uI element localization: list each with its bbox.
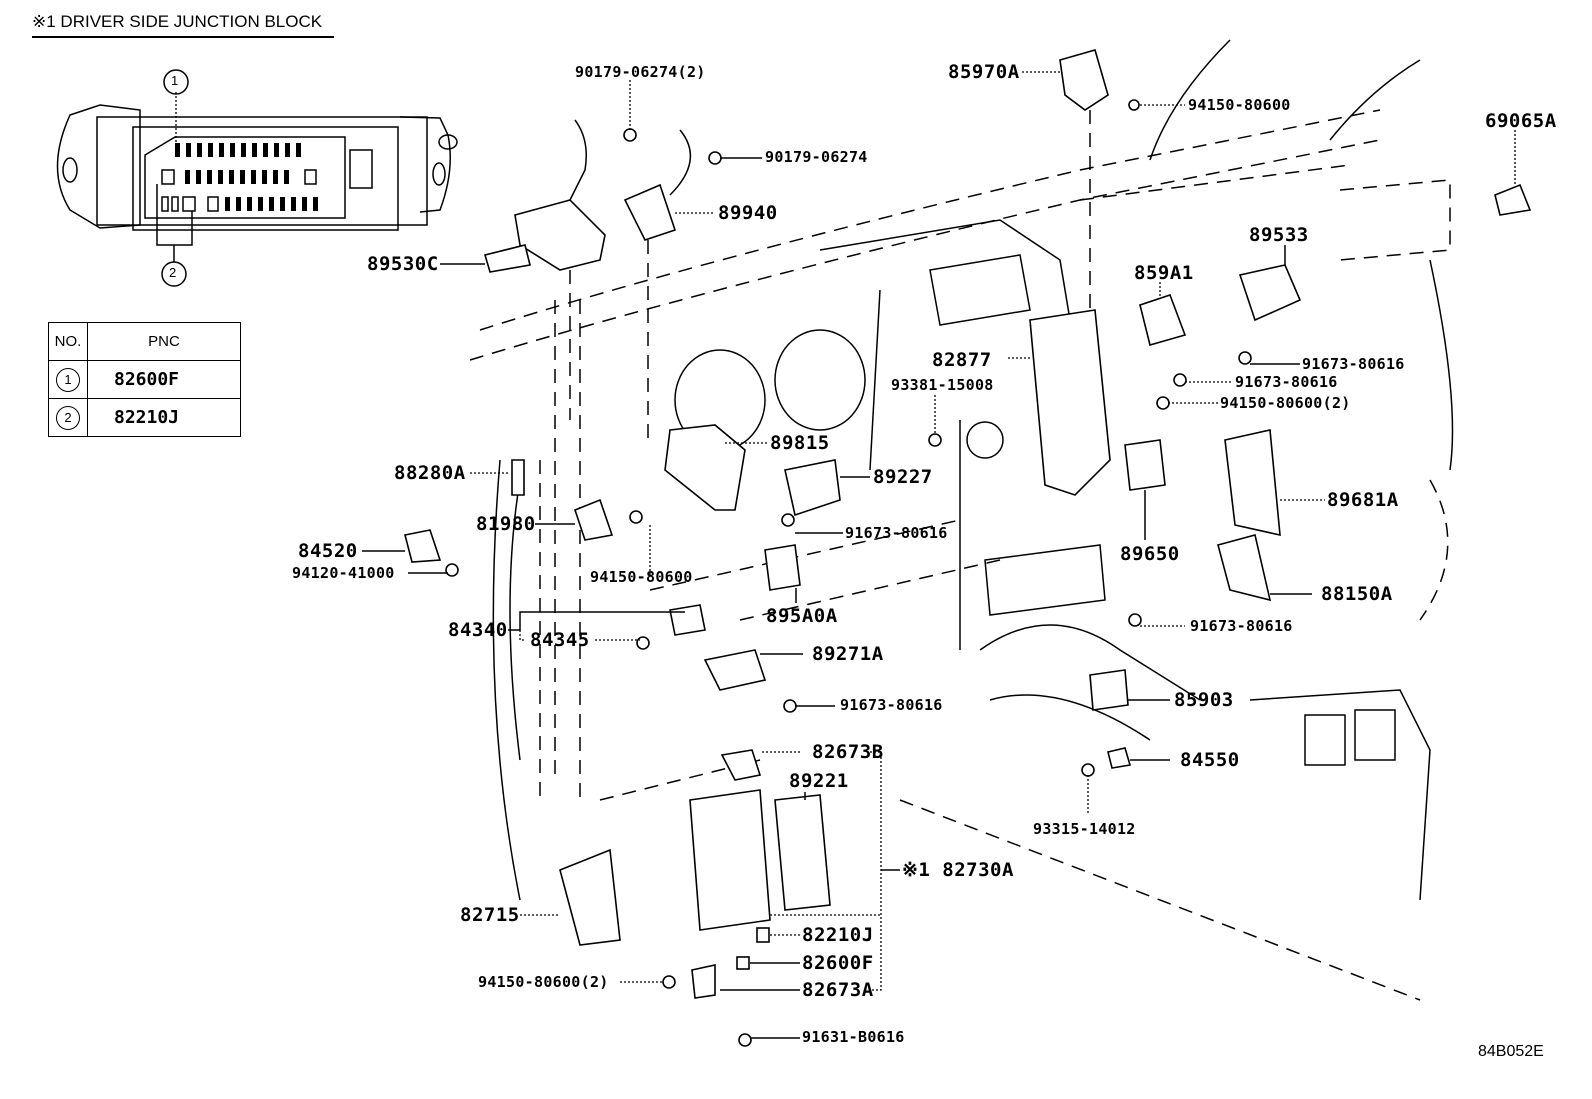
fuse-row-1 [175, 143, 301, 157]
part-label-84550[interactable]: 84550 [1180, 749, 1240, 771]
header-pnc: PNC [87, 322, 241, 361]
part-label-88150A[interactable]: 88150A [1321, 583, 1393, 605]
part-89650 [1124, 439, 1166, 491]
part-label-84340[interactable]: 84340 [448, 619, 508, 641]
part-shapes [404, 49, 1532, 1047]
fuse-row-3 [225, 197, 318, 211]
part-82715 [559, 848, 621, 946]
part-82600F [736, 956, 750, 970]
part-label-69065A[interactable]: 69065A [1485, 110, 1557, 132]
callout-2-label: 2 [169, 265, 177, 280]
callout-1-label: 1 [171, 73, 179, 88]
figure-code: 84B052E [1478, 1043, 1544, 1060]
part-895A0A [764, 544, 801, 591]
part-label-82877[interactable]: 82877 [932, 349, 992, 371]
part-label-84345[interactable]: 84345 [530, 629, 590, 651]
part-label-85903[interactable]: 85903 [1174, 689, 1234, 711]
table-row: 2 82210J [48, 398, 241, 437]
part-label-89533[interactable]: 89533 [1249, 224, 1309, 246]
dashboard-outline [469, 39, 1454, 1001]
part-label-94150-80600-2-mid[interactable]: 94150-80600(2) [1220, 394, 1351, 412]
part-label-91673-80616-e[interactable]: 91673-80616 [840, 696, 943, 714]
part-859A1 [1139, 293, 1187, 346]
pnc-table-header: NO. PNC [48, 322, 241, 361]
part-89221 [774, 794, 831, 911]
callout-2-circle [161, 261, 187, 287]
part-label-82210J[interactable]: 82210J [802, 924, 874, 946]
part-label-91673-80616-c[interactable]: 91673-80616 [845, 524, 948, 542]
part-label-94150-80600-2-bot[interactable]: 94150-80600(2) [478, 973, 609, 991]
part-82673A [691, 964, 716, 999]
pnc-table: NO. PNC 1 82600F 2 82210J [48, 322, 241, 437]
row-number: 1 [56, 367, 80, 392]
table-row: 1 82600F [48, 360, 241, 399]
part-89940 [623, 183, 677, 241]
part-label-82730A[interactable]: ※1 82730A [902, 859, 1014, 881]
part-82673B [720, 749, 762, 781]
part-label-85970A[interactable]: 85970A [948, 61, 1020, 83]
part-label-84520[interactable]: 84520 [298, 540, 358, 562]
part-label-94150-80600[interactable]: 94150-80600 [1188, 96, 1291, 114]
part-85970A [1059, 49, 1109, 111]
callout-1-circle [163, 69, 189, 95]
part-84520 [404, 529, 442, 563]
part-label-89650[interactable]: 89650 [1120, 543, 1180, 565]
part-label-94150-80600-left[interactable]: 94150-80600 [590, 568, 693, 586]
part-88150A [1217, 534, 1272, 602]
part-69065A [1494, 183, 1532, 216]
part-label-94120-41000[interactable]: 94120-41000 [292, 564, 395, 582]
part-89227 [784, 459, 841, 517]
junction-block-title: ※1 DRIVER SIDE JUNCTION BLOCK [32, 12, 335, 38]
part-label-89681A[interactable]: 89681A [1327, 489, 1399, 511]
row-pnc[interactable]: 82210J [87, 398, 241, 437]
part-label-89530C[interactable]: 89530C [367, 253, 439, 275]
part-label-91673-80616-d[interactable]: 91673-80616 [1190, 617, 1293, 635]
part-label-82673A[interactable]: 82673A [802, 979, 874, 1001]
part-89271A [703, 649, 767, 691]
part-82210J [756, 927, 770, 943]
part-label-91673-80616-b[interactable]: 91673-80616 [1235, 373, 1338, 391]
part-label-895A0A[interactable]: 895A0A [766, 605, 838, 627]
part-label-859A1[interactable]: 859A1 [1134, 262, 1194, 284]
part-label-90179-06274-2[interactable]: 90179-06274(2) [575, 63, 706, 81]
part-label-89221[interactable]: 89221 [789, 770, 849, 792]
part-label-82600F[interactable]: 82600F [802, 952, 874, 974]
row-pnc[interactable]: 82600F [87, 360, 241, 399]
part-label-91631-B0616[interactable]: 91631-B0616 [802, 1028, 905, 1046]
part-label-89815[interactable]: 89815 [770, 432, 830, 454]
part-label-82715[interactable]: 82715 [460, 904, 520, 926]
part-81980 [574, 498, 614, 541]
part-label-82673B[interactable]: 82673B [812, 741, 884, 763]
part-84345 [669, 604, 706, 636]
part-89815 [664, 424, 746, 511]
part-label-91673-80616-a[interactable]: 91673-80616 [1302, 355, 1405, 373]
part-label-90179-06274[interactable]: 90179-06274 [765, 148, 868, 166]
part-82877 [1029, 309, 1111, 496]
part-89533 [1238, 264, 1302, 322]
part-84550 [1107, 747, 1132, 769]
header-no: NO. [48, 322, 88, 361]
row-number: 2 [56, 405, 80, 430]
part-label-89227[interactable]: 89227 [873, 466, 933, 488]
part-label-89271A[interactable]: 89271A [812, 643, 884, 665]
part-label-93381-15008[interactable]: 93381-15008 [891, 376, 994, 394]
part-89681A [1224, 429, 1281, 537]
fuse-row-2 [185, 170, 289, 184]
junction-block-drawing [56, 69, 458, 287]
part-label-93315-14012[interactable]: 93315-14012 [1033, 820, 1136, 838]
part-85903 [1089, 669, 1129, 711]
part-label-88280A[interactable]: 88280A [394, 462, 466, 484]
part-88280A [511, 459, 525, 496]
part-label-89940[interactable]: 89940 [718, 202, 778, 224]
part-82730A [689, 789, 771, 931]
leader-lines [362, 71, 1516, 1039]
part-label-81980[interactable]: 81980 [476, 513, 536, 535]
